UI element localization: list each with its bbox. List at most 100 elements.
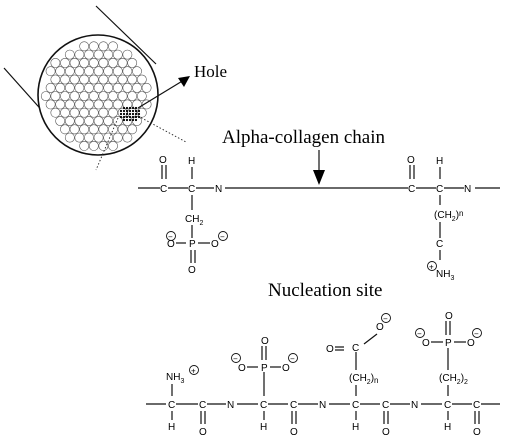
collagen-molecule — [84, 116, 94, 126]
collagen-molecule — [93, 132, 104, 143]
collagen-molecule — [79, 140, 90, 151]
hole-dot — [131, 106, 135, 110]
negative-charge-4: − — [288, 353, 298, 364]
collagen-molecule — [93, 66, 104, 77]
n-carboxyl-carbon: C — [352, 343, 359, 354]
hole-dot — [131, 109, 135, 113]
n-phosphate-oxygen-2: O — [282, 363, 290, 374]
nucleation-site-structure: C C N C C N C C N C C NH3 + H O P — [146, 311, 500, 438]
amide-nitrogen-2: N — [464, 184, 471, 195]
n-phosphate-oxygen-3: O — [261, 336, 269, 347]
hole-dot — [128, 118, 132, 122]
collagen-molecule — [60, 74, 70, 85]
collagen-molecule — [69, 124, 80, 135]
collagen-molecule — [79, 124, 90, 135]
alpha-carbon-1: C — [188, 184, 195, 195]
phosphorus-1: P — [189, 239, 196, 250]
collagen-molecule — [103, 66, 114, 77]
negative-charge-7: − — [472, 328, 482, 339]
n-alpha-hydrogen-4: H — [444, 422, 451, 433]
collagen-molecule — [108, 74, 118, 85]
hole-dot — [122, 112, 126, 116]
zoom-line-left — [95, 117, 119, 171]
n-carbonyl-carbon-2: C — [290, 400, 297, 411]
n-alpha-hydrogen-1: H — [168, 422, 175, 433]
collagen-molecule — [112, 99, 123, 110]
collagen-molecule — [74, 99, 85, 110]
fiber-outline-right — [95, 5, 157, 65]
collagen-molecule — [88, 140, 99, 151]
n-phosphate-oxygen-4: O — [422, 338, 430, 349]
collagen-molecule — [84, 99, 94, 110]
hole-dot — [128, 106, 132, 110]
svg-text:−: − — [168, 233, 173, 242]
collagen-molecule — [60, 58, 70, 68]
negative-charge-2: − — [218, 231, 228, 242]
collagen-molecule — [112, 66, 123, 77]
collagen-molecule — [55, 66, 66, 77]
n-alpha-hydrogen-2: H — [260, 422, 267, 433]
phosphate-oxygen-3: O — [188, 265, 196, 276]
hole-dot — [131, 112, 135, 116]
n-carbonyl-oxygen-1: O — [199, 427, 207, 438]
collagen-molecule — [93, 82, 104, 93]
collagen-molecule — [103, 132, 114, 143]
ch2n-group: (CH2)n — [434, 209, 464, 223]
collagen-molecule — [60, 124, 70, 135]
collagen-molecule — [79, 58, 90, 68]
collagen-molecule — [117, 74, 128, 85]
n-alpha-carbon-1: C — [168, 400, 175, 411]
chain-label: Alpha-collagen chain — [222, 127, 386, 148]
collagen-molecule — [88, 74, 99, 85]
hole-zone-dots — [119, 106, 141, 122]
n-carbonyl-oxygen-4: O — [473, 427, 481, 438]
fibril-cross-section — [3, 5, 159, 156]
collagen-molecule — [136, 91, 147, 101]
n-carbonyl-carbon-4: C — [473, 400, 480, 411]
n-carbonyl-oxygen-3: O — [382, 427, 390, 438]
hole-dot — [134, 106, 138, 110]
collagen-molecule — [45, 82, 56, 93]
hole-dot — [122, 118, 126, 122]
collagen-molecule — [132, 116, 142, 126]
amide-nitrogen-1: N — [215, 184, 222, 195]
alpha-hydrogen-1: H — [188, 156, 195, 167]
hole-dot — [131, 118, 135, 122]
hole-dot — [134, 112, 138, 116]
svg-text:−: − — [417, 330, 422, 339]
collagen-molecule — [84, 132, 94, 143]
collagen-molecule — [50, 107, 61, 118]
collagen-molecule — [98, 91, 109, 101]
nucleation-label: Nucleation site — [268, 280, 383, 301]
hole-dot — [134, 115, 138, 119]
collagen-molecule — [141, 99, 152, 110]
hole-dot — [131, 115, 135, 119]
hole-dot — [122, 115, 126, 119]
hole-dot — [137, 109, 141, 113]
hole-dot — [125, 115, 129, 119]
carbonyl-carbon-2: C — [408, 184, 415, 195]
positive-charge-2: + — [189, 365, 199, 376]
collagen-molecule — [132, 99, 142, 110]
negative-charge-6: − — [415, 328, 425, 339]
collagen-molecule — [50, 74, 61, 85]
collagen-molecule — [117, 91, 128, 101]
collagen-molecule — [55, 82, 66, 93]
collagen-molecule — [103, 49, 114, 60]
collagen-molecule — [108, 107, 118, 118]
collagen-molecule — [50, 91, 61, 101]
negative-charge-3: − — [231, 353, 241, 364]
collagen-molecule — [60, 91, 70, 101]
svg-text:−: − — [383, 315, 388, 324]
n-carbonyl-oxygen-2: O — [290, 427, 298, 438]
svg-text:−: − — [474, 330, 479, 339]
collagen-molecule — [84, 66, 94, 77]
collagen-molecule — [136, 107, 147, 118]
collagen-molecule — [112, 116, 123, 126]
collagen-molecule — [74, 116, 85, 126]
collagen-molecule — [79, 91, 90, 101]
collagen-molecule — [84, 82, 94, 93]
collagen-molecule — [108, 140, 118, 151]
hole-dot — [128, 112, 132, 116]
